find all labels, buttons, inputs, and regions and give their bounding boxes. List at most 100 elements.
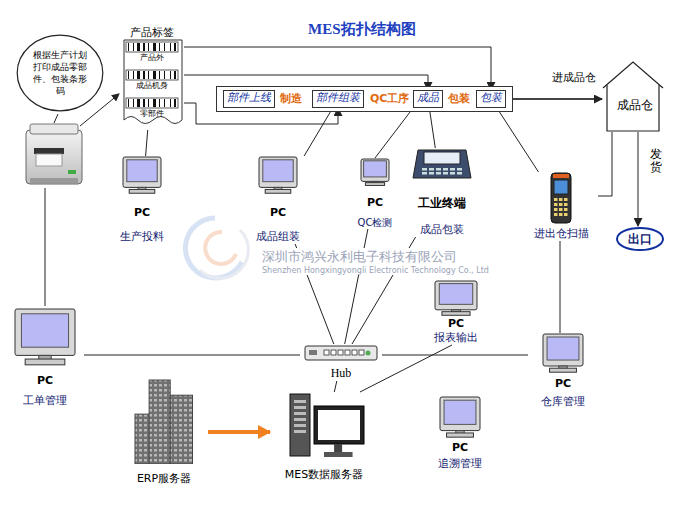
node-text: 成品仓 — [602, 98, 668, 113]
scanner-node: 进出仓扫描 — [524, 172, 598, 241]
process-band: 制造QC工序包装部件上线部件组装成品包装 — [216, 86, 513, 112]
rect-part — [164, 99, 165, 107]
rect-part — [294, 418, 306, 421]
rect-part — [559, 213, 563, 216]
oval-outline — [16, 34, 104, 112]
node-text: 工单管理 — [6, 394, 84, 408]
order-line — [45, 188, 46, 306]
rect-part — [359, 350, 364, 355]
rect-part — [15, 309, 75, 355]
rect-part — [305, 346, 377, 360]
node-text: 产品标签 — [120, 26, 184, 40]
rect-part — [153, 71, 156, 79]
rect-part — [436, 172, 441, 175]
node-text: 包装 — [480, 91, 502, 105]
pc-icon — [528, 333, 598, 373]
rect-part — [424, 152, 460, 164]
rect-part — [564, 213, 568, 216]
rect-part — [153, 99, 156, 107]
rect-part — [436, 168, 441, 171]
node-text: PC — [426, 317, 486, 331]
svg-part — [258, 156, 298, 194]
rect-part — [170, 43, 171, 51]
node-text: PC — [6, 374, 84, 388]
svg-part — [282, 392, 366, 460]
rect-part — [314, 406, 364, 444]
node-text: 零部件 — [120, 109, 184, 119]
rect-part — [334, 444, 342, 452]
pc-icon — [428, 396, 492, 438]
rect-part — [442, 312, 470, 316]
pc-node: PC追溯管理 — [428, 396, 492, 471]
node-text: 进出仓扫描 — [524, 227, 598, 241]
node-text: 成品 — [417, 91, 439, 105]
watermark-text: Shenzhen Hongxingyongli Electronic Techn… — [262, 266, 489, 275]
rect-part — [324, 452, 353, 457]
rect-part — [554, 203, 558, 206]
rect-part — [331, 350, 336, 355]
connector-line — [429, 108, 435, 148]
node-text: 部件上线 — [227, 91, 271, 105]
rect-part — [559, 208, 563, 211]
svg-part — [434, 280, 478, 316]
rect-part — [148, 71, 149, 79]
node-text: 仓库管理 — [528, 395, 598, 409]
connector-line — [146, 130, 148, 156]
rect-part — [30, 178, 78, 183]
rect-part — [294, 400, 306, 403]
server-icon — [270, 392, 378, 460]
node-text: PC — [246, 206, 310, 220]
node-text: QC工序 — [370, 92, 409, 106]
node-text: 产品外 — [120, 53, 184, 63]
ellipse-part — [617, 228, 663, 250]
rect-part — [126, 98, 178, 108]
rect-part — [21, 314, 68, 347]
node-text: PC — [528, 377, 598, 391]
rect-part — [148, 43, 149, 51]
process-box: 成品 — [413, 90, 443, 108]
rect-part — [126, 70, 178, 80]
node-text: 根据生产计划打印成品零部件、包装条形码 — [33, 49, 87, 97]
process-box: 部件上线 — [223, 90, 275, 108]
rect-part — [170, 99, 171, 107]
pc-node: PC报表输出 — [426, 280, 486, 345]
circle-part — [366, 351, 371, 356]
rect-part — [422, 172, 427, 175]
rect-part — [265, 189, 291, 193]
svg-part — [304, 344, 378, 362]
rect-part — [439, 284, 472, 305]
pc-node: PC 仓库管理 — [528, 333, 598, 409]
rect-part — [559, 203, 563, 206]
watermark-logo — [185, 218, 248, 278]
rect-part — [126, 42, 178, 52]
rect-part — [547, 337, 579, 360]
connector-line — [304, 108, 333, 156]
rect-part — [263, 160, 293, 182]
polyline-part — [603, 62, 663, 88]
node-text: 成品包装 — [402, 223, 482, 237]
connector-line — [345, 229, 368, 344]
rect-part — [361, 159, 389, 181]
rect-part — [457, 168, 462, 171]
ellipse-part — [17, 35, 103, 111]
node-text: 成品组装 — [246, 230, 310, 244]
rect-part — [443, 168, 448, 171]
watermark-text: 深圳市鸿兴永利电子科技有限公司 — [262, 248, 457, 266]
diagram-title: MES拓扑结构图 — [308, 20, 416, 39]
path-part — [200, 230, 248, 278]
rect-part — [564, 198, 568, 201]
node-text: 部件组装 — [316, 91, 360, 105]
rect-part — [564, 208, 568, 211]
pc-icon — [426, 280, 486, 316]
node-text: ERP服务器 — [120, 472, 208, 486]
connector-line — [560, 241, 561, 333]
rect-part — [444, 400, 476, 424]
connector-line — [382, 355, 528, 356]
rect-part — [123, 157, 161, 187]
pc-node: PCQC检测 — [348, 158, 402, 229]
rect-part — [159, 99, 160, 107]
connector-line — [375, 112, 410, 158]
rect-part — [290, 394, 310, 456]
rect-part — [318, 410, 360, 440]
node-text: PC — [110, 206, 174, 220]
